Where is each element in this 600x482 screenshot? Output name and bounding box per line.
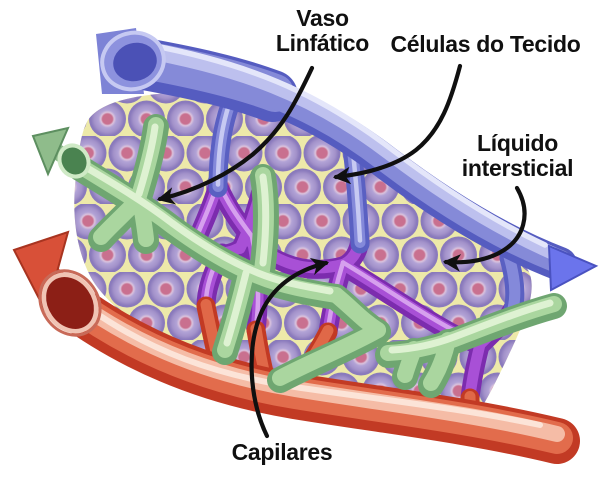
artery-opening xyxy=(38,269,102,337)
label-lymphatic-vessel: Vaso Linfático xyxy=(240,6,405,56)
vein-opening xyxy=(100,30,166,92)
lymph-opening xyxy=(57,143,91,179)
label-tissue-cells: Células do Tecido xyxy=(390,31,581,57)
blue-flow-arrow xyxy=(547,244,599,292)
label-interstitial-fluid: Líquido intersticial xyxy=(435,131,600,181)
label-interstitial-fluid-line1: Líquido xyxy=(477,130,558,156)
annotation-lines xyxy=(156,63,527,439)
label-lymphatic-vessel-line2: Linfático xyxy=(275,30,370,56)
leader-line-interstitial-fluid xyxy=(442,185,527,272)
leader-line-lymphatic-vessel xyxy=(156,65,315,205)
leader-line-tissue-cells xyxy=(332,63,463,185)
label-capillaries: Capilares xyxy=(231,439,333,465)
arteriole-red-vessel xyxy=(47,281,580,464)
leader-line-capillaries xyxy=(249,257,330,439)
label-interstitial-fluid-line2: intersticial xyxy=(461,155,574,181)
lymphatic-vessel-green xyxy=(67,114,567,398)
label-lymphatic-vessel-line1: Vaso xyxy=(296,5,349,31)
